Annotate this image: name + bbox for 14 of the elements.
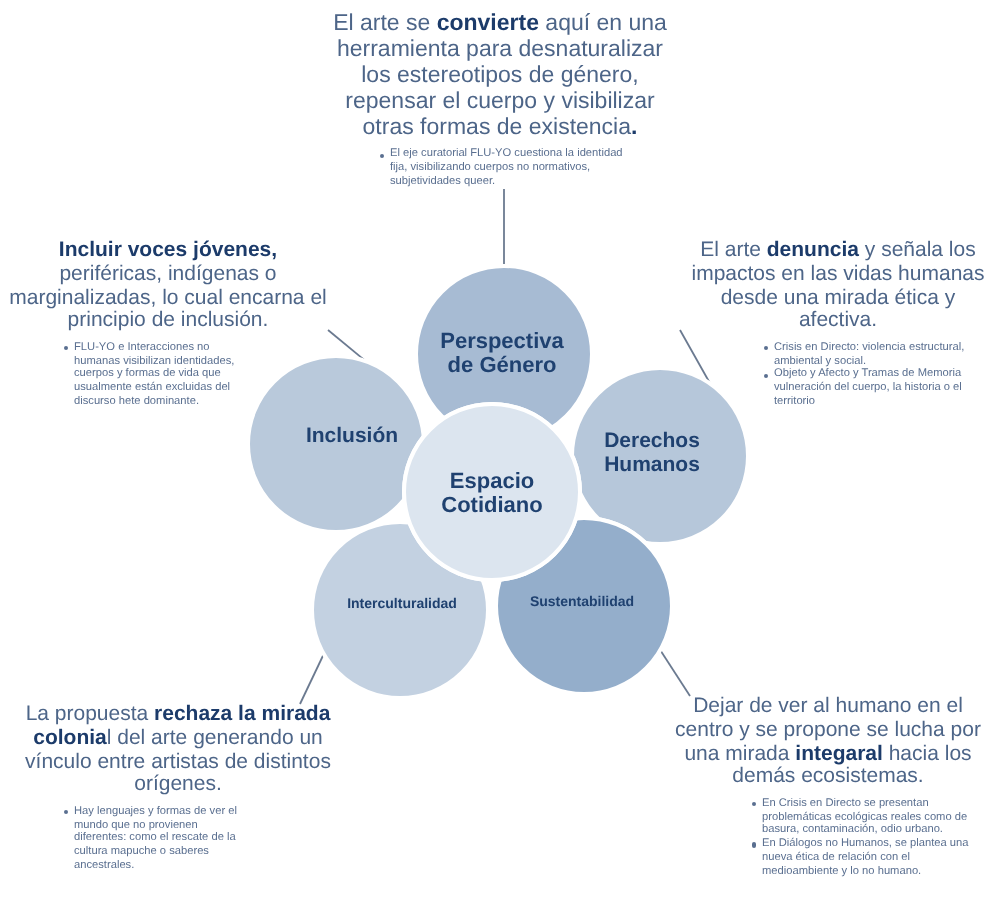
leader-line xyxy=(299,653,325,705)
leader-line xyxy=(503,188,505,267)
statement-text: Incluir voces jóvenes, periféricas, indígenas o marginalizadas, lo cual encarna el principio de inclusión. xyxy=(8,240,328,334)
leader-line xyxy=(327,329,367,363)
petal-label: Perspectiva de Género xyxy=(438,329,566,379)
petal-label: Derechos Humanos xyxy=(602,430,702,478)
statement-text: La propuesta rechaza la mirada colonial del arte generando un vínculo entre artistas de distintos orígenes. xyxy=(23,704,333,798)
petal-label: Inclusión xyxy=(305,426,399,450)
leader-line xyxy=(679,329,712,385)
statement-text: El arte denuncia y señala los impactos en las vidas humanas desde una mirada ética y afectiva. xyxy=(689,240,987,334)
statement-text: Dejar de ver al humano en el centro y se propone se lucha por una mirada integaral hacia los demás ecosistemas. xyxy=(673,696,983,790)
leader-line xyxy=(659,649,691,697)
statement-text: El arte se convierte aquí en una herramienta para desnaturalizar los estereotipos de género, repensar el cuerpo y visibilizar otras formas de existencia. xyxy=(331,12,669,141)
center-label: Espacio Cotidiano xyxy=(439,469,545,519)
